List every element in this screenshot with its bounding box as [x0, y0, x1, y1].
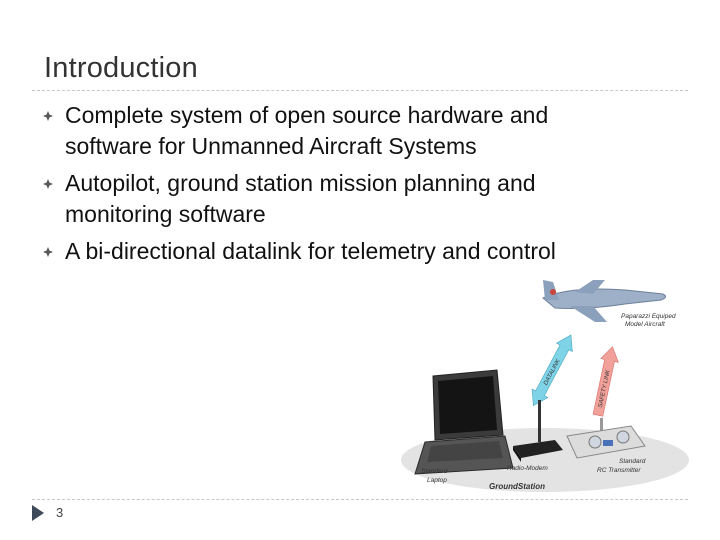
datalink-arrow: DATALINK: [531, 334, 573, 407]
aircraft-label-2: Model Aircraft: [625, 321, 666, 328]
diamond-cluster-icon: [43, 247, 53, 257]
bullet-text: Complete system of open source hardware …: [65, 102, 549, 159]
modem-label: Radio-Modem: [507, 465, 548, 472]
laptop-label-2: Laptop: [427, 477, 447, 484]
safety-link-arrow: SAFETY LINK: [592, 346, 619, 417]
aircraft-icon: [542, 280, 667, 322]
triangle-right-icon: [32, 505, 44, 521]
title-divider: [32, 90, 688, 91]
transmitter-label-2: RC Transmitter: [597, 467, 641, 474]
bullet-text: A bi-directional datalink for telemetry …: [65, 238, 556, 264]
laptop-icon: [414, 369, 514, 475]
groundstation-diagram: Paparazzi Equiped Model Aircraft DATALIN…: [401, 280, 689, 492]
page-number: 3: [56, 505, 64, 520]
diamond-cluster-icon: [43, 111, 53, 121]
aircraft-label-1: Paparazzi Equiped: [621, 313, 676, 320]
slide-title: Introduction: [44, 52, 198, 84]
rc-transmitter-icon: [566, 418, 646, 459]
bullet-text: Autopilot, ground station mission planni…: [65, 170, 536, 227]
bullet-item: Autopilot, ground station mission planni…: [40, 168, 640, 230]
bullet-item: Complete system of open source hardware …: [40, 100, 640, 162]
bullet-item: A bi-directional datalink for telemetry …: [40, 236, 640, 267]
bullet-list: Complete system of open source hardware …: [40, 100, 640, 273]
groundstation-label: GroundStation: [489, 482, 545, 491]
footer-divider: [32, 499, 688, 500]
radio-modem-icon: [513, 400, 563, 462]
transmitter-label-1: Standard: [619, 458, 646, 465]
laptop-label-1: Standard: [421, 468, 448, 475]
diamond-cluster-icon: [43, 179, 53, 189]
